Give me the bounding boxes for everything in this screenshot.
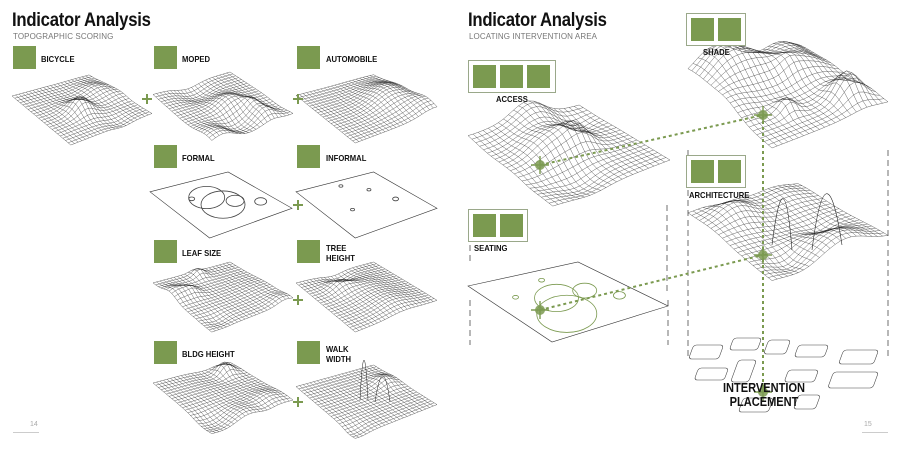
seat-circle — [538, 277, 545, 283]
terrain-tree-height — [295, 261, 438, 333]
seat-circle — [188, 196, 196, 202]
page-number-right: 15 — [864, 421, 872, 428]
terrain-access — [467, 100, 671, 207]
chair-icon — [154, 145, 177, 168]
building-footprint — [731, 359, 756, 383]
building-height-icon — [154, 341, 177, 364]
group-label-shade: SHADE — [703, 47, 730, 57]
plus-icon — [293, 200, 303, 210]
plus-icon — [293, 295, 303, 305]
crosshair-icon — [754, 106, 772, 124]
crosshair-icon — [754, 383, 772, 401]
seat-circle — [366, 188, 372, 192]
bicycle-icon — [473, 65, 496, 88]
seat-circle — [512, 295, 519, 300]
building-footprint — [784, 369, 818, 383]
page-rule — [13, 432, 39, 433]
building-footprint — [764, 339, 791, 355]
building-footprint — [729, 337, 762, 351]
seat-circle — [572, 282, 598, 299]
page-number-left: 14 — [30, 421, 38, 428]
seat-circle — [534, 283, 579, 313]
seat-circle — [254, 197, 268, 206]
plus-icon — [293, 397, 303, 407]
indicator-label: WALK WIDTH — [326, 344, 352, 364]
page-subtitle-right: LOCATING INTERVENTION AREA — [469, 32, 598, 41]
leaf-icon — [154, 240, 177, 263]
terrain-moped — [152, 71, 294, 141]
seat-circle — [225, 194, 245, 207]
page-rule — [862, 432, 888, 433]
seat-circle — [338, 184, 344, 188]
plane-informal — [295, 171, 438, 239]
crosshair-icon — [531, 301, 549, 319]
moped-icon — [154, 46, 177, 69]
indicator-label: MOPED — [182, 54, 211, 64]
tree-height-icon — [297, 240, 320, 263]
terrain-shade — [687, 41, 889, 149]
terrain-leaf-size — [152, 261, 294, 333]
bench-icon — [297, 145, 320, 168]
walk-width-icon — [718, 160, 741, 183]
indicator-label: LEAF SIZE — [182, 248, 222, 258]
shade-icon-group — [686, 13, 746, 46]
indicator-label: AUTOMOBILE — [326, 54, 378, 64]
group-label-architecture: ARCHITECTURE — [689, 190, 750, 200]
plane-formal — [149, 171, 293, 239]
chair-icon — [500, 214, 523, 237]
car-icon — [297, 46, 320, 69]
indicator-label: TREE HEIGHT — [326, 243, 355, 263]
access-icon-group — [468, 60, 556, 93]
page-subtitle-left: TOPOGRAPHIC SCORING — [13, 32, 114, 41]
seat-circle — [392, 196, 400, 202]
building-footprint — [694, 367, 728, 381]
indicator-label: BICYCLE — [41, 54, 75, 64]
crosshair-icon — [754, 246, 772, 264]
building-footprint — [794, 344, 829, 358]
seating-icon-group — [468, 209, 528, 242]
seat-circle — [188, 185, 226, 210]
intervention-placement-label: INTERVENTION PLACEMENT — [722, 380, 806, 409]
building-footprint — [738, 397, 773, 413]
seat-circle — [536, 294, 598, 333]
plus-icon — [293, 94, 303, 104]
bench-icon — [473, 214, 496, 237]
plane-seating — [467, 261, 669, 343]
seat-circle — [200, 190, 246, 219]
indicator-label: INFORMAL — [326, 153, 367, 163]
walk-width-icon — [297, 341, 320, 364]
group-label-access: ACCESS — [496, 94, 528, 104]
page-title-right: Indicator Analysis — [468, 10, 607, 31]
building-footprint — [828, 371, 878, 389]
moped-icon — [500, 65, 523, 88]
seat-circle — [350, 207, 355, 212]
connector-seating — [539, 254, 764, 311]
terrain-bicycle — [11, 74, 153, 146]
terrain-walk-width — [295, 364, 438, 439]
plus-icon — [142, 94, 152, 104]
tree-height-icon — [718, 18, 741, 41]
car-icon — [527, 65, 550, 88]
terrain-automobile — [295, 74, 438, 144]
building-footprint — [689, 344, 724, 360]
crosshair-icon — [531, 156, 549, 174]
leaf-icon — [691, 18, 714, 41]
building-height-icon — [691, 160, 714, 183]
building-footprint — [839, 349, 879, 365]
seat-circle — [613, 291, 626, 300]
bicycle-icon — [13, 46, 36, 69]
group-label-seating: SEATING — [474, 243, 508, 253]
indicator-label: FORMAL — [182, 153, 215, 163]
building-footprint — [793, 394, 820, 410]
connector-access — [539, 114, 764, 166]
terrain-spikes — [771, 193, 843, 251]
indicator-label: BLDG HEIGHT — [182, 349, 235, 359]
architecture-icon-group — [686, 155, 746, 188]
terrain-bldg-height — [152, 361, 294, 434]
page-title-left: Indicator Analysis — [12, 10, 151, 31]
